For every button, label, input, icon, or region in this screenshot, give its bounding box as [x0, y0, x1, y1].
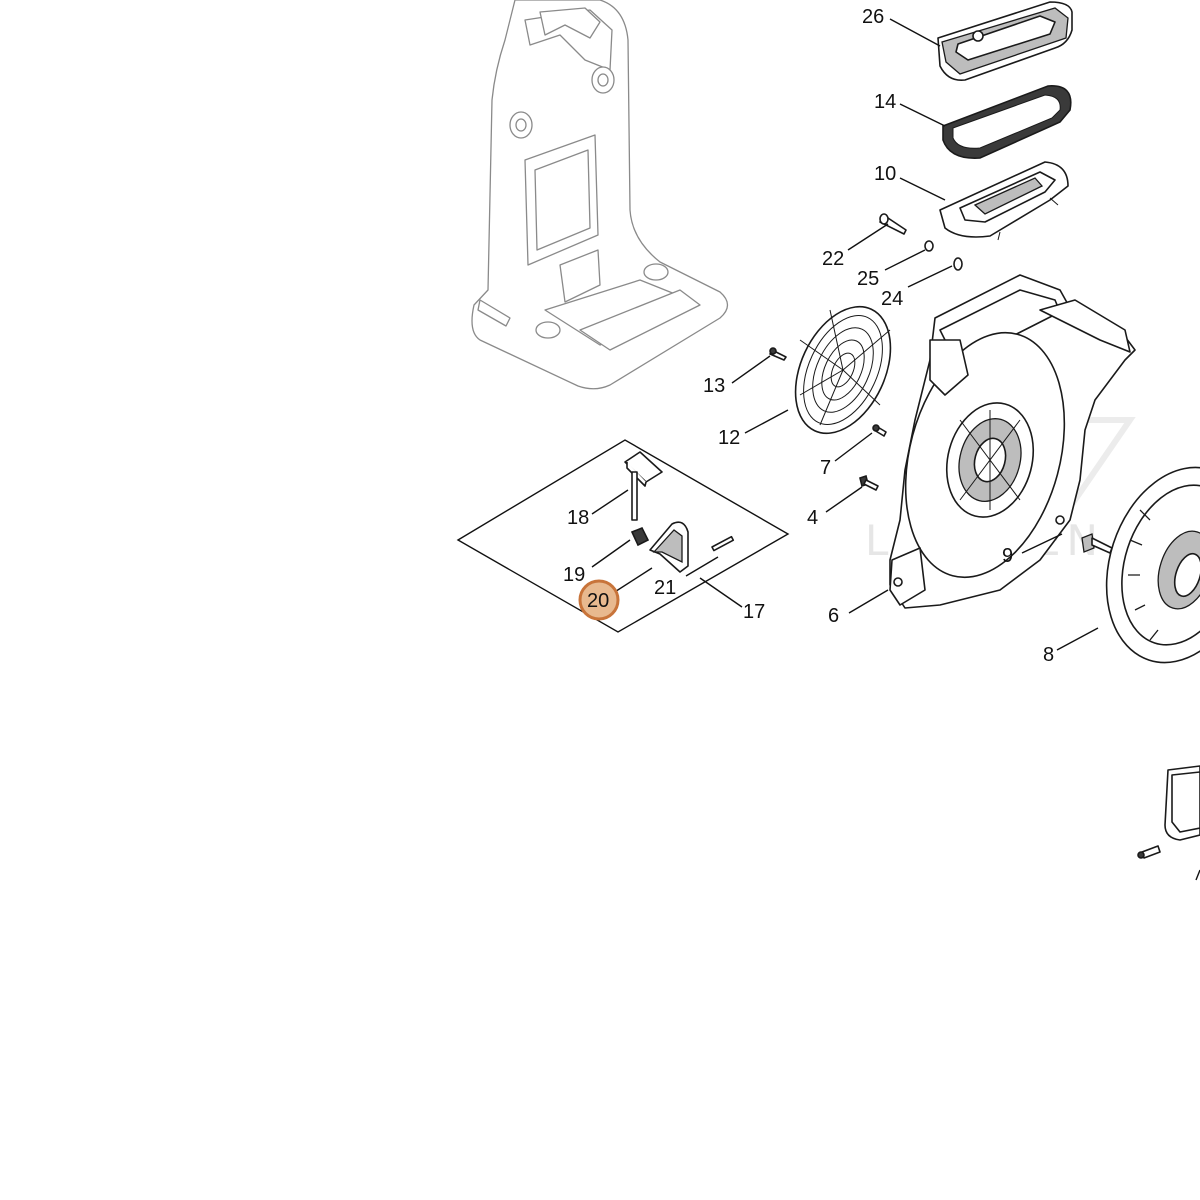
part-4-bolt	[859, 474, 879, 491]
part-18-bracket	[624, 451, 663, 521]
callout-8[interactable]: 8	[1043, 644, 1054, 666]
callout-17[interactable]: 17	[743, 601, 765, 623]
callout-13[interactable]: 13	[703, 375, 725, 397]
callout-26[interactable]: 26	[862, 6, 884, 28]
callout-10[interactable]: 10	[874, 163, 896, 185]
callout-4[interactable]: 4	[807, 507, 818, 529]
callout-labels: 26 14 10 22 25 24 13 12 7 4 18 19 20 21 …	[563, 6, 1054, 666]
part-25-washer	[924, 240, 934, 252]
part-22-screw	[879, 213, 907, 235]
part-7-screw	[872, 424, 887, 437]
callout-25[interactable]: 25	[857, 268, 879, 290]
part-21-pin	[711, 535, 735, 552]
part-6-fan-housing	[889, 274, 1136, 609]
callout-19[interactable]: 19	[563, 564, 585, 586]
kit-17-box	[456, 439, 790, 633]
callout-6[interactable]: 6	[828, 605, 839, 627]
part-14-gasket	[942, 85, 1072, 159]
part-20-clip	[649, 521, 689, 573]
part-26-filter-cover	[937, 1, 1073, 82]
callout-21[interactable]: 21	[654, 577, 676, 599]
part-12-grill	[794, 305, 892, 435]
callout-14[interactable]: 14	[874, 91, 896, 113]
backplate-part	[471, 0, 729, 390]
callout-7[interactable]: 7	[820, 457, 831, 479]
highlight-marker[interactable]	[578, 579, 620, 621]
callout-9[interactable]: 9	[1002, 545, 1013, 567]
part-13-screw	[769, 347, 787, 361]
lower-right-parts	[1137, 765, 1200, 881]
callout-18[interactable]: 18	[567, 507, 589, 529]
part-19-block	[630, 526, 650, 547]
callout-24[interactable]: 24	[881, 288, 903, 310]
part-10-filter	[939, 161, 1069, 241]
part-24-washer	[953, 257, 963, 271]
callout-22[interactable]: 22	[822, 248, 844, 270]
callout-12[interactable]: 12	[718, 427, 740, 449]
part-8-fan-wheel	[1105, 466, 1200, 664]
callout-20[interactable]: 20	[587, 590, 609, 612]
